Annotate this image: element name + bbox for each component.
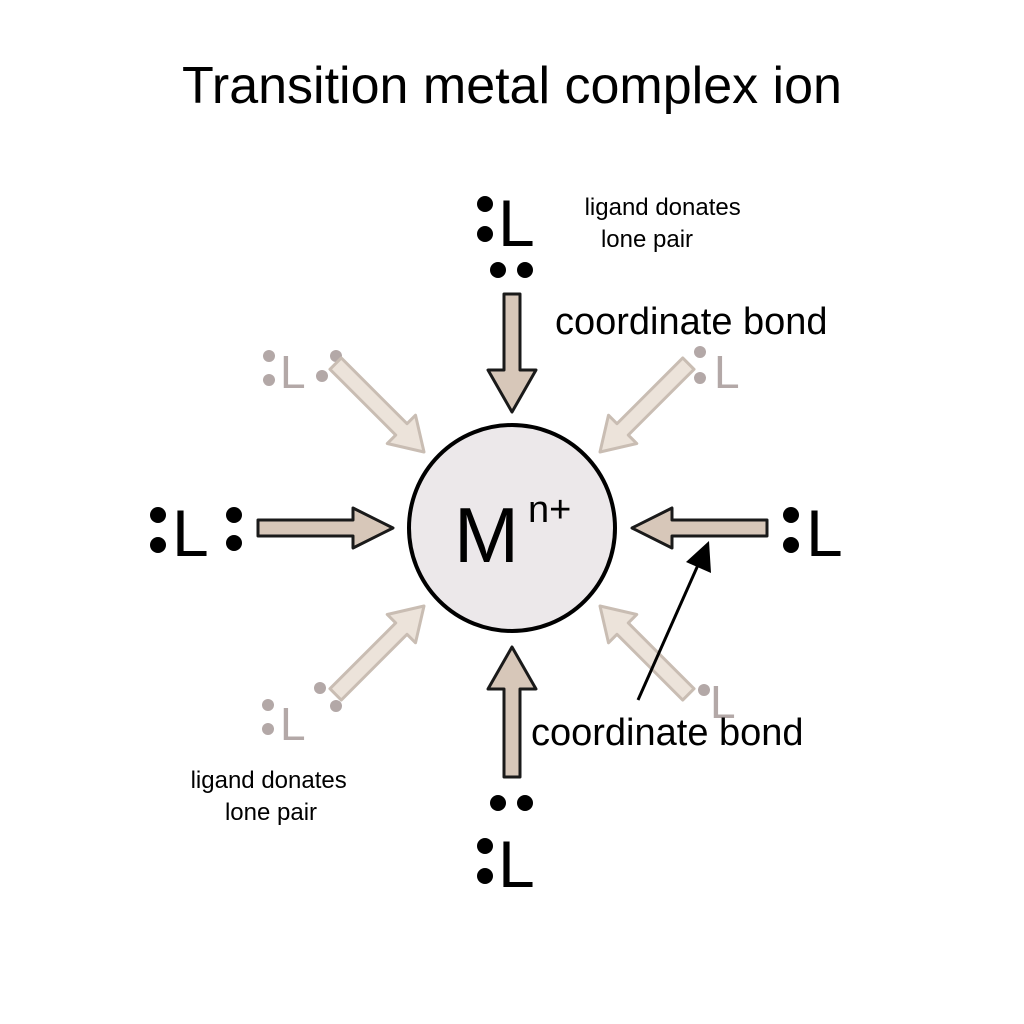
- arrow-bottom: [486, 645, 538, 779]
- pointer-arrowhead: [686, 541, 711, 573]
- ligand-bottom-left: L: [262, 682, 342, 750]
- lone-pair-label-bottom-line-1: ligand donates: [191, 767, 347, 794]
- ligand-symbol-left: L: [172, 496, 209, 570]
- ligand-top-right: L: [694, 346, 740, 398]
- pointer-line: [636, 555, 704, 701]
- lone-pair-dot: [477, 226, 493, 242]
- lone-pair-dot: [517, 262, 533, 278]
- lone-pair-dot: [698, 684, 710, 696]
- lone-pair-dot: [263, 374, 275, 386]
- lone-pair-dot: [226, 535, 242, 551]
- ligand-top: L: [477, 186, 535, 278]
- ligand-symbol-right: L: [806, 496, 843, 570]
- lone-pair-dot: [330, 700, 342, 712]
- arrow-bottom-left: [328, 604, 426, 702]
- lone-pair-label-bottom-line-2: lone pair: [225, 799, 317, 826]
- metal-ion: M n+: [407, 423, 617, 633]
- lone-pair-dot: [226, 507, 242, 523]
- lone-pair-dot: [517, 795, 533, 811]
- lone-pair-dot: [314, 682, 326, 694]
- lone-pair-dot: [783, 507, 799, 523]
- lone-pair-dot: [150, 537, 166, 553]
- lone-pair-dot: [150, 507, 166, 523]
- arrow-top: [486, 292, 538, 414]
- metal-symbol: M: [454, 491, 519, 579]
- ligand-symbol-top-right: L: [714, 346, 740, 398]
- lone-pair-dot: [316, 370, 328, 382]
- lone-pair-dot: [263, 350, 275, 362]
- ligand-left: L: [150, 496, 242, 570]
- lone-pair-dot: [262, 699, 274, 711]
- ligand-symbol-top: L: [498, 186, 535, 260]
- arrow-top-left: [328, 356, 426, 454]
- ligand-symbol-top-left: L: [280, 346, 306, 398]
- lone-pair-dot: [477, 838, 493, 854]
- pointer-arrow: [636, 541, 711, 701]
- lone-pair-dot: [477, 868, 493, 884]
- lone-pair-dot: [490, 262, 506, 278]
- lone-pair-label-bottom: ligand donates lone pair: [191, 767, 354, 826]
- arrow-right: [630, 506, 769, 550]
- ligand-top-left: L: [263, 346, 342, 398]
- ligand-bottom-right: L: [698, 676, 736, 728]
- ligand-symbol-bottom: L: [498, 827, 535, 901]
- metal-charge: n+: [528, 489, 571, 531]
- lone-pair-dot: [694, 346, 706, 358]
- arrow-top-right: [598, 356, 696, 454]
- lone-pair-dot: [694, 372, 706, 384]
- diagram-title: Transition metal complex ion: [182, 57, 842, 115]
- metal-ion-circle: [407, 423, 617, 633]
- arrow-left: [256, 506, 395, 550]
- arrow-bottom-right: [598, 604, 696, 702]
- lone-pair-dot: [477, 196, 493, 212]
- coordinate-bond-label-top: coordinate bond: [555, 301, 828, 343]
- ligand-symbol-bottom-left: L: [280, 698, 306, 750]
- lone-pair-label-top-line-1: ligand donates: [585, 194, 741, 221]
- ligand-bottom: L: [477, 795, 535, 901]
- lone-pair-dot: [783, 537, 799, 553]
- ligand-symbol-bottom-right: L: [710, 676, 736, 728]
- lone-pair-label-top: ligand donates lone pair: [585, 194, 748, 253]
- coordinate-bond-label-bottom: coordinate bond: [531, 712, 804, 754]
- lone-pair-dot: [262, 723, 274, 735]
- lone-pair-label-top-line-2: lone pair: [601, 226, 693, 253]
- ligand-right: L: [783, 496, 843, 570]
- lone-pair-dot: [490, 795, 506, 811]
